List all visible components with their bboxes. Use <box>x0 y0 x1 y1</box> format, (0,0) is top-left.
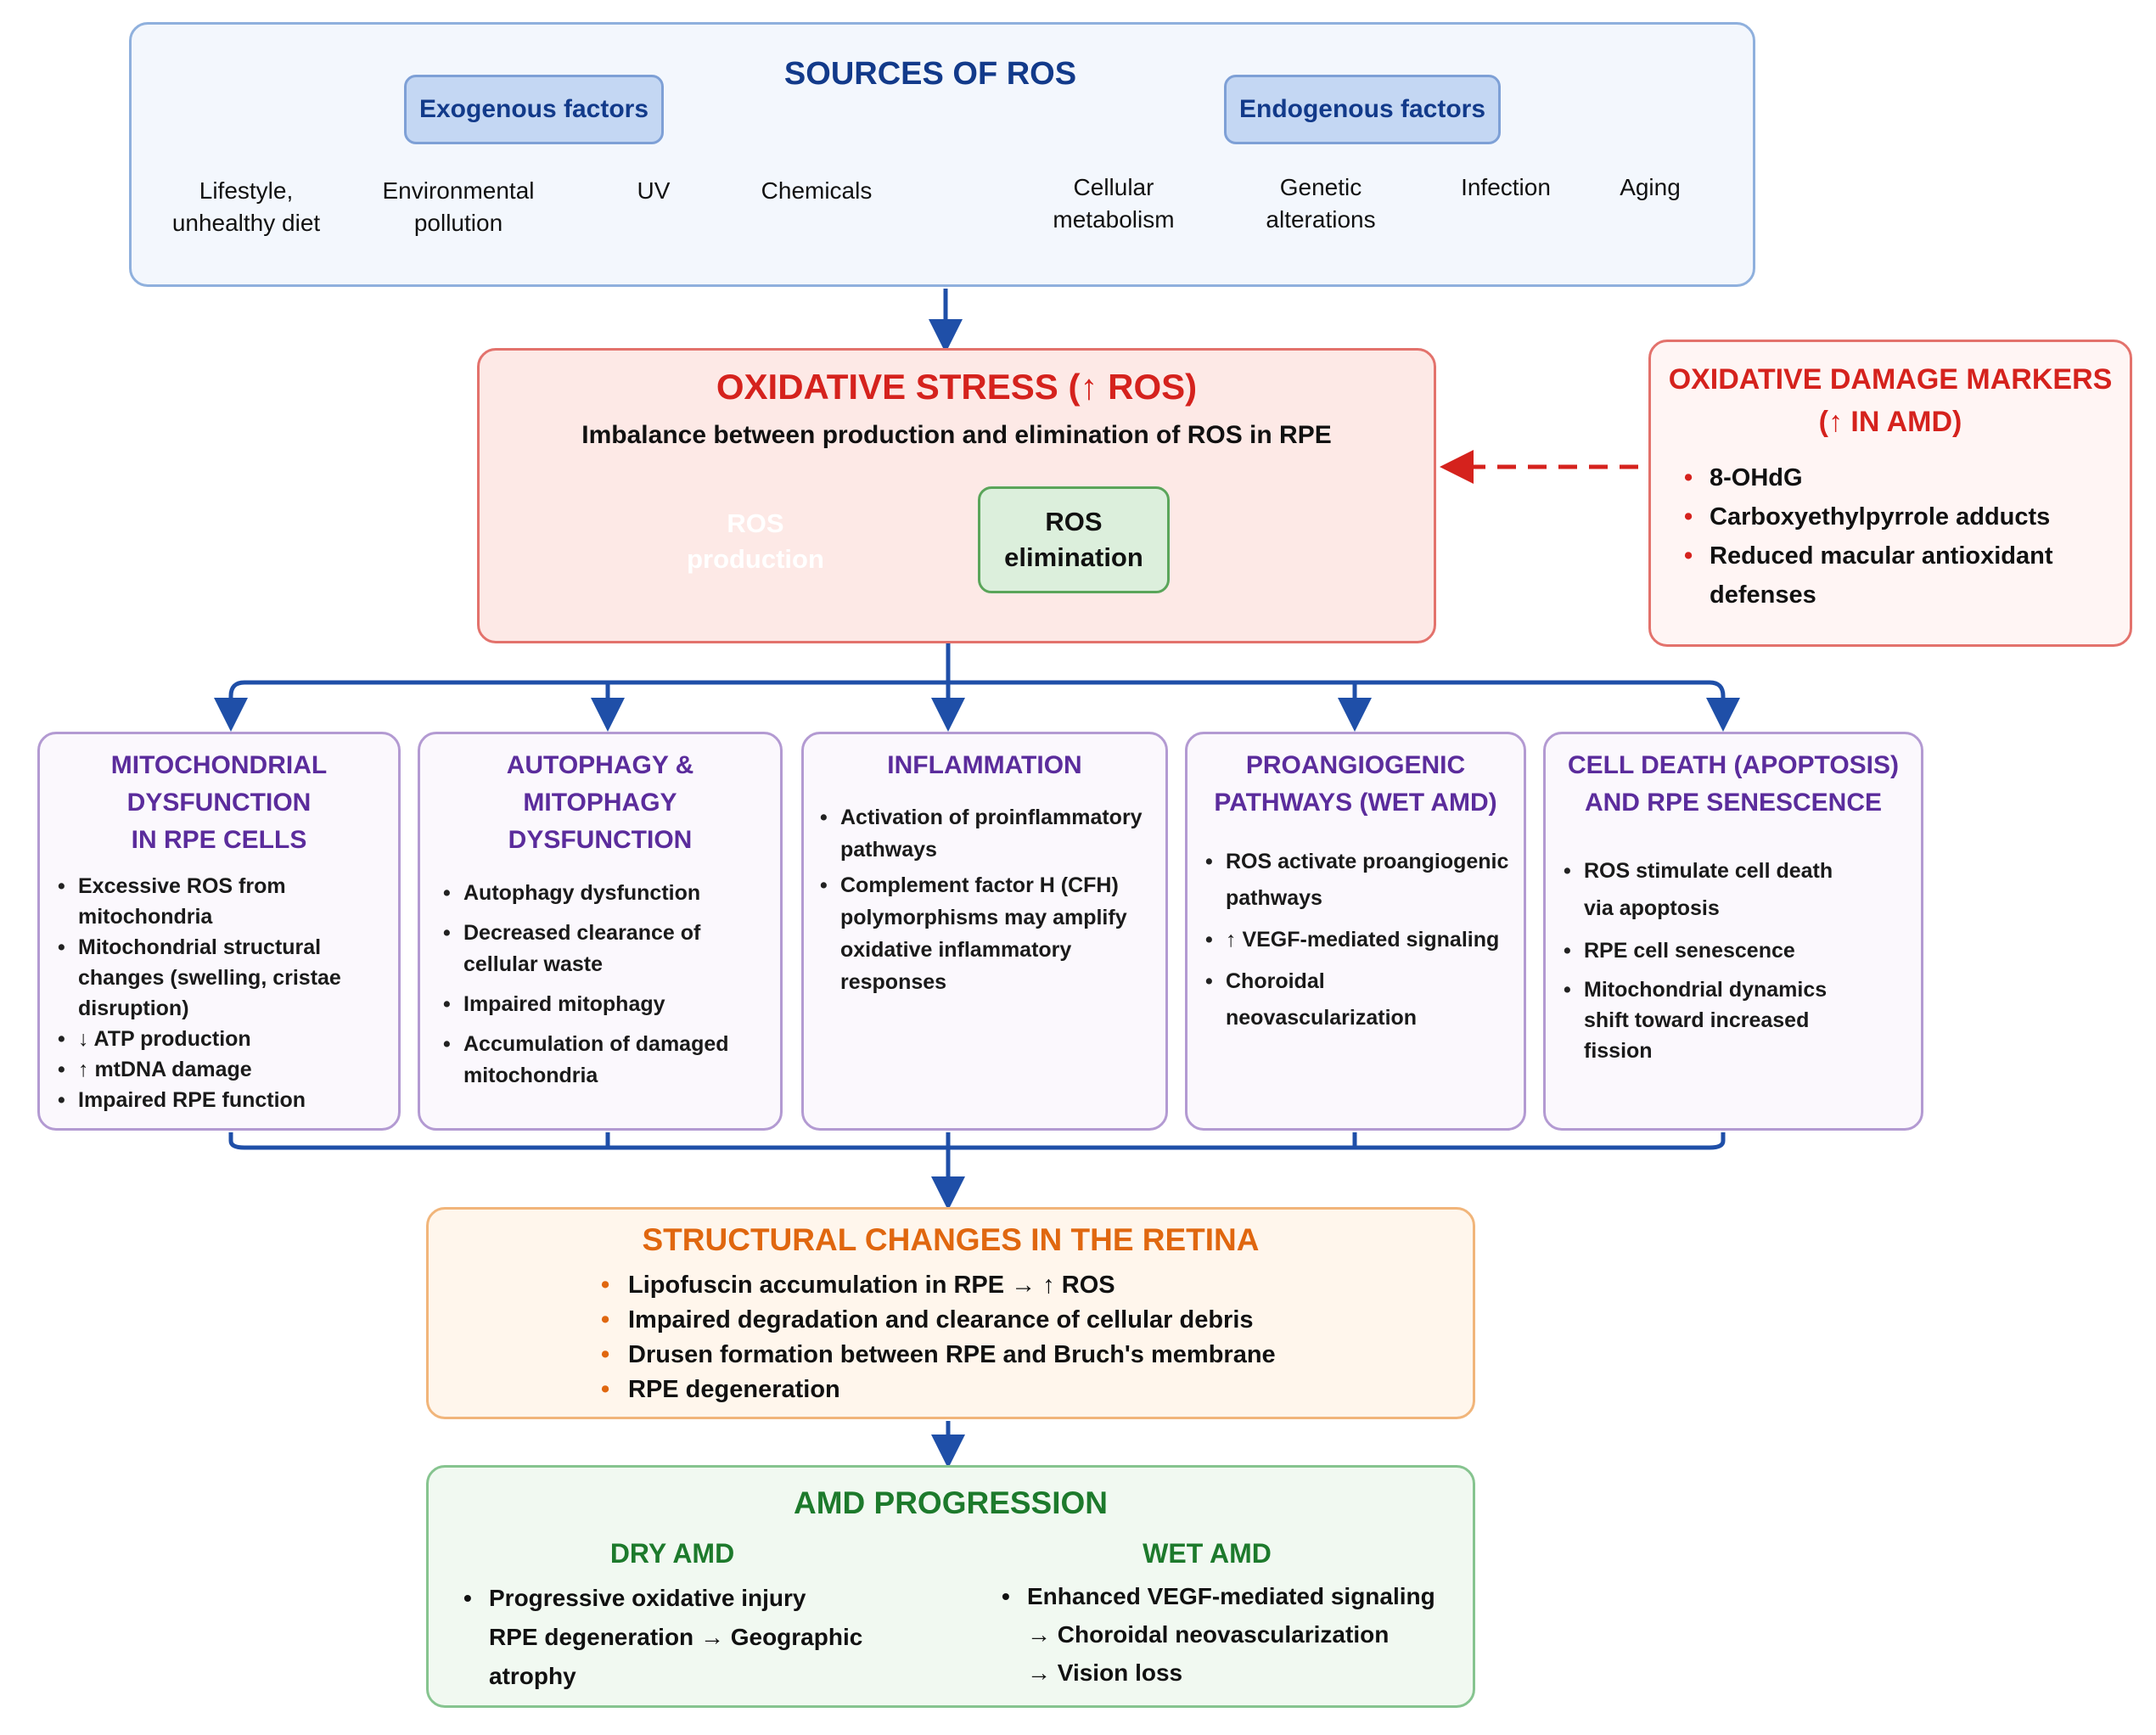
list-item: Enhanced VEGF-mediated signaling <box>1002 1577 1477 1615</box>
list-item: Progressive oxidative injury <box>463 1579 956 1618</box>
factor-chemicals: Chemicals <box>761 177 873 204</box>
list-item: RPE degeneration <box>601 1373 1276 1407</box>
proangiogenic-pathways-list: ROS activate proangiogenic pathways ↑ VE… <box>1205 844 1521 1036</box>
wet-amd-title: WET AMD <box>1143 1538 1272 1569</box>
exogenous-factors-label: Exogenous factors <box>404 75 664 144</box>
factor-uv: UV <box>637 177 671 204</box>
list-item: RPE cell senescence <box>1564 932 1852 969</box>
endogenous-factors-label: Endogenous factors <box>1224 75 1501 144</box>
list-item: ↑ mtDNA damage <box>58 1054 389 1085</box>
inflammation-list: Activation of proinflammatory pathways C… <box>820 801 1156 998</box>
list-item: Impaired degradation and clearance of ce… <box>601 1303 1276 1338</box>
autophagy-mitophagy-list: Autophagy dysfunction Decreased clearanc… <box>443 878 766 1092</box>
amd-progression-title: AMD PROGRESSION <box>793 1485 1109 1520</box>
list-item: 8-OHdG <box>1684 458 2108 497</box>
list-item: Impaired RPE function <box>58 1085 389 1115</box>
markers-list: 8-OHdG Carboxyethylpyrrole adducts Reduc… <box>1684 458 2108 615</box>
markers-title: OXIDATIVE DAMAGE MARKERS(↑ IN AMD) <box>1668 363 2113 438</box>
structural-changes-title: STRUCTURAL CHANGES IN THE RETINA <box>642 1222 1260 1257</box>
list-item: Drusen formation between RPE and Bruch's… <box>601 1338 1276 1373</box>
factor-infection: Infection <box>1461 174 1551 200</box>
list-item: ROS stimulate cell death via apoptosis <box>1564 852 1852 927</box>
sources-of-ros-box <box>129 22 1755 287</box>
sources-title: SOURCES OF ROS <box>783 56 1077 92</box>
mitochondrial-dysfunction-list: Excessive ROS from mitochondria Mitochon… <box>58 871 389 1115</box>
cell-death-senescence-list: ROS stimulate cell death via apoptosis R… <box>1564 852 1852 1066</box>
list-item: Carboxyethylpyrrole adducts <box>1684 497 2108 536</box>
dry-amd-title: DRY AMD <box>609 1538 735 1569</box>
list-item: Activation of proinflammatory pathways <box>820 801 1156 866</box>
list-item: Excessive ROS from mitochondria <box>58 871 389 932</box>
list-item: ↓ ATP production <box>58 1024 389 1054</box>
oxidative-stress-box <box>477 348 1436 643</box>
list-item: Accumulation of damaged mitochondria <box>443 1029 766 1092</box>
list-item: Lipofuscin accumulation in RPE → ↑ ROS <box>601 1268 1276 1303</box>
oxidative-stress-title: OXIDATIVE STRESS (↑ ROS) <box>716 367 1198 407</box>
dry-amd-list: Progressive oxidative injury RPE degener… <box>463 1579 956 1696</box>
factor-aging: Aging <box>1620 174 1681 200</box>
list-item: Mitochondrial structural changes (swelli… <box>58 932 389 1024</box>
list-item: Choroidal neovascularization <box>1205 963 1521 1036</box>
list-item: ROS activate proangiogenic pathways <box>1205 844 1521 917</box>
list-item: → Choroidal neovascularization <box>1027 1621 1390 1648</box>
oxidative-stress-subtitle: Imbalance between production and elimina… <box>581 421 1332 449</box>
wet-amd-list: Enhanced VEGF-mediated signaling → Choro… <box>1002 1577 1477 1692</box>
cell-death-senescence-title: CELL DEATH (APOPTOSIS)AND RPE SENESCENCE <box>1567 751 1900 817</box>
list-item: Complement factor H (CFH) polymorphisms … <box>820 869 1156 998</box>
list-item: Mitochondrial dynamics shift toward incr… <box>1564 974 1852 1066</box>
list-item: ↑ VEGF-mediated signaling <box>1205 922 1521 958</box>
factor-lifestyle: Lifestyle,unhealthy diet <box>171 177 321 236</box>
inflammation-title: INFLAMMATION <box>887 751 1082 779</box>
list-item: Decreased clearance of cellular waste <box>443 918 766 980</box>
list-item: Reduced macular antioxidant defenses <box>1684 536 2108 615</box>
list-item: Autophagy dysfunction <box>443 878 766 909</box>
list-item: → Vision loss <box>1027 1659 1183 1686</box>
list-item: Impaired mitophagy <box>443 989 766 1020</box>
list-item: RPE degeneration → Geographic atrophy <box>489 1624 863 1689</box>
structural-changes-list: Lipofuscin accumulation in RPE → ↑ ROS I… <box>601 1268 1276 1407</box>
